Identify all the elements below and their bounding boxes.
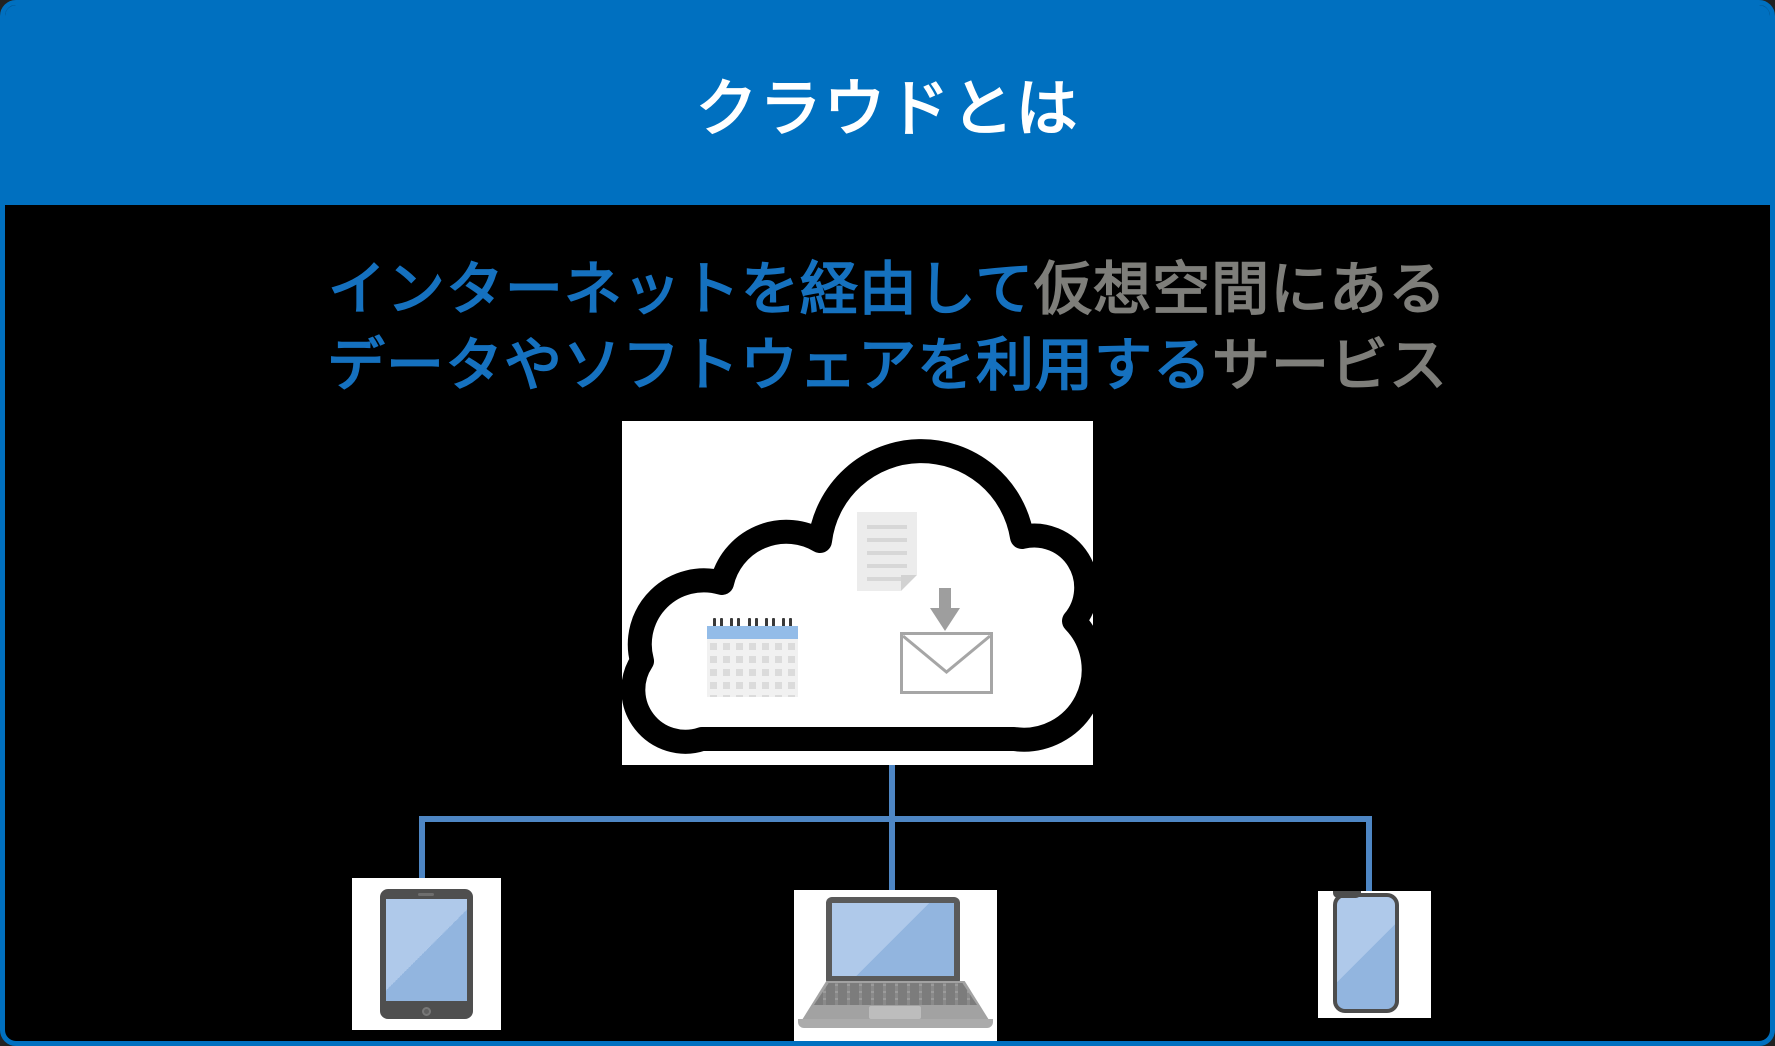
description-text: インターネットを経由して仮想空間にある データやソフトウェアを利用するサービス [5, 252, 1770, 404]
document-icon [857, 512, 917, 591]
tablet-icon [380, 889, 473, 1019]
description-line1-blue: インターネットを経由して [327, 257, 1035, 322]
laptop-panel [794, 890, 997, 1041]
tablet-screen [386, 899, 467, 1001]
document-text-lines [867, 525, 907, 582]
laptop-trackpad [869, 1006, 921, 1019]
tablet-panel [352, 878, 501, 1030]
connector-phone-stem [1366, 816, 1372, 891]
description-line2-blue: データやソフトウェアを利用する [326, 333, 1212, 398]
connector-cloud-stem [889, 765, 895, 821]
laptop-screen [832, 903, 954, 976]
page-title: クラウドとは [695, 74, 1080, 144]
cloud-icon [622, 439, 1093, 754]
calendar-rings [713, 618, 792, 629]
calendar-header-bar [707, 626, 798, 639]
description-line-1: インターネットを経由して仮想空間にある [5, 252, 1770, 328]
laptop-bezel [826, 897, 960, 982]
connector-tablet-stem [419, 816, 425, 878]
smartphone-panel [1318, 891, 1431, 1018]
laptop-keyboard [814, 983, 977, 1005]
laptop-base [798, 1019, 993, 1028]
slide-header: クラウドとは [5, 5, 1770, 205]
connector-horizontal [419, 816, 1372, 822]
mail-icon [900, 632, 993, 694]
calendar-grid [707, 639, 798, 697]
tablet-home-button [422, 1007, 431, 1016]
smartphone-notch [1333, 891, 1361, 898]
connector-laptop-stem [889, 816, 895, 890]
tablet-camera [418, 893, 434, 896]
description-line2-gray: サービス [1212, 333, 1449, 398]
description-line-2: データやソフトウェアを利用するサービス [5, 328, 1770, 404]
calendar-icon [707, 618, 798, 697]
description-line1-gray: 仮想空間にある [1034, 257, 1448, 322]
cloud-panel [622, 421, 1093, 765]
smartphone-screen [1333, 893, 1399, 1013]
download-arrow-icon [930, 588, 960, 631]
